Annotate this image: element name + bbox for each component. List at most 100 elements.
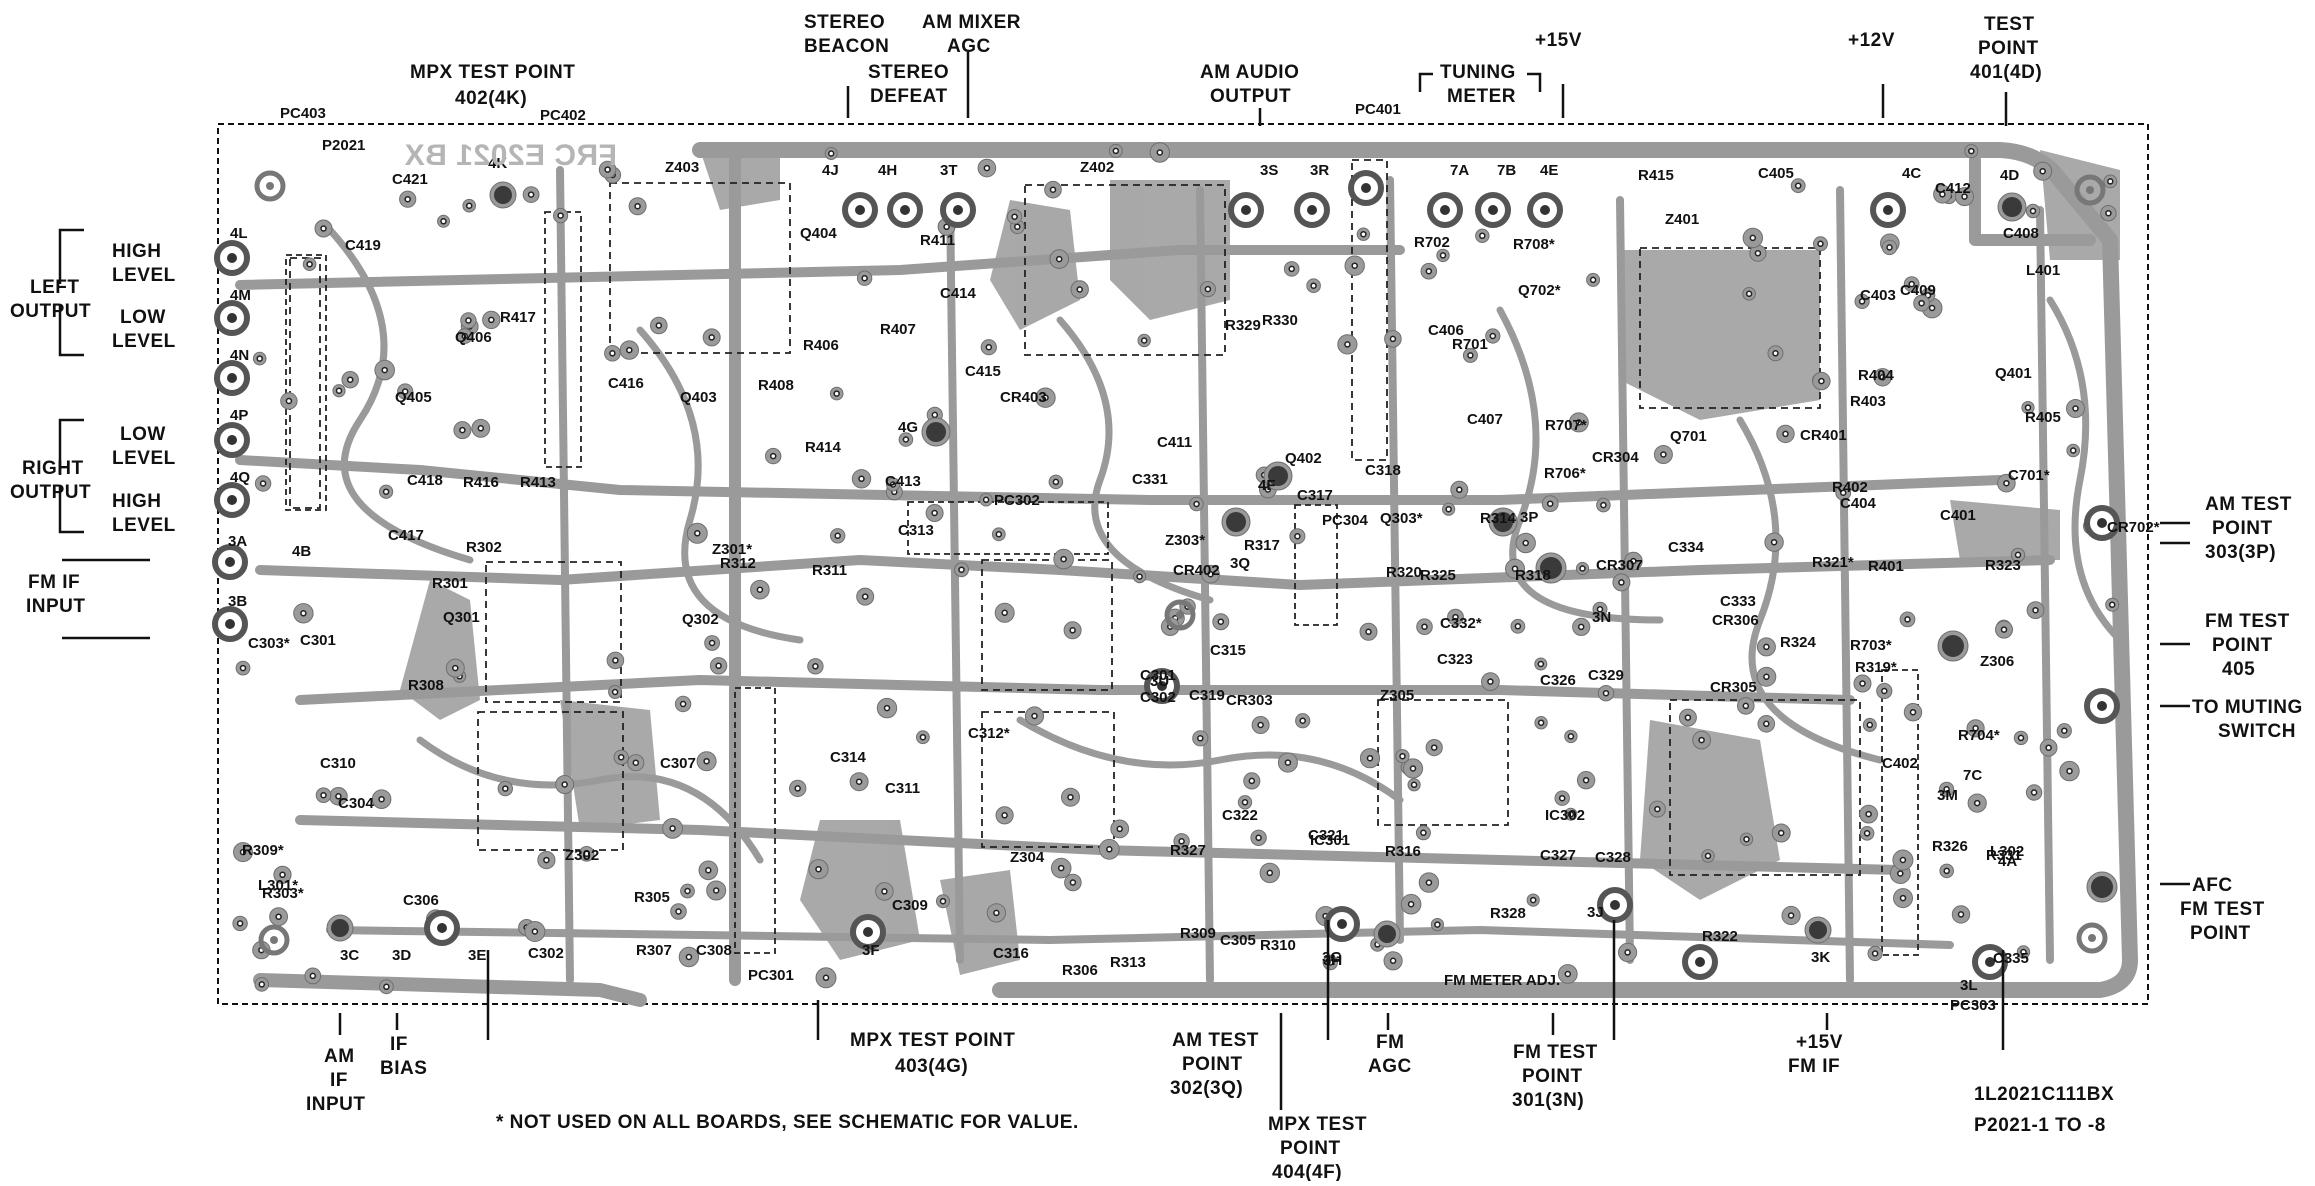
solder-pad: [1063, 621, 1082, 640]
component-ref: R701: [1452, 336, 1488, 353]
component-ref: CR305: [1710, 679, 1757, 696]
solder-pad: [1756, 666, 1777, 687]
solder-pad: [1212, 613, 1230, 631]
part-number-2: P2021-1 TO -8: [1974, 1115, 2106, 1136]
component-ref: R317: [1244, 537, 1280, 554]
solder-pad: [1564, 729, 1578, 744]
solder-pad: [1064, 873, 1082, 892]
solder-pad: [1575, 561, 1590, 576]
component-ref: C328: [1595, 849, 1631, 866]
solder-pad: [1737, 697, 1755, 715]
fm-meter-adj-label: FM METER ADJ.: [1444, 972, 1560, 989]
component-ref: R306: [1062, 962, 1098, 979]
solder-pad: [702, 328, 721, 347]
terminal-pad: [212, 606, 248, 642]
component-ref: C311: [885, 780, 920, 797]
terminal-pad: [1348, 170, 1384, 206]
solder-pad: [1481, 672, 1500, 691]
to-muting-switch-2: SWITCH: [2218, 721, 2296, 742]
component-ref: 3P: [1520, 509, 1538, 526]
solder-pad: [1098, 838, 1120, 860]
solder-pad: [598, 160, 617, 179]
solder-pad: [471, 418, 491, 438]
component-ref: C329: [1588, 667, 1624, 684]
component-ref: R303*: [262, 885, 304, 902]
callout-labels: MPX TEST POINT 402(4K) STEREO BEACON STE…: [10, 12, 2302, 1183]
solder-pad: [332, 384, 346, 398]
component-ref: 3C: [340, 947, 359, 964]
terminal-pad: [212, 544, 248, 580]
component-ref: 3L: [1960, 977, 1978, 994]
component-ref: CR303: [1226, 692, 1273, 709]
component-ref: Q702*: [1518, 282, 1561, 299]
component-ref: R402: [1832, 479, 1868, 496]
afc-test-point-1: AFC: [2192, 875, 2233, 896]
solder-pad: [606, 651, 625, 670]
solder-pad: [1108, 143, 1123, 158]
am-test-point-302-1: AM TEST: [1172, 1030, 1259, 1051]
solder-pad: [1048, 474, 1064, 490]
solder-pad: [619, 340, 639, 360]
solder-pad: [1277, 752, 1298, 773]
solder-pad: [1876, 682, 1893, 700]
footnote: * NOT USED ON ALL BOARDS, SEE SCHEMATIC …: [496, 1112, 1079, 1133]
component-ref: C404: [1840, 495, 1877, 512]
solder-pad: [1462, 347, 1478, 363]
solder-pad: [578, 846, 595, 862]
am-test-point-303-2: POINT: [2212, 518, 2273, 539]
component-ref: C416: [608, 375, 644, 392]
solder-pad: [1592, 601, 1608, 617]
solder-pad: [2103, 174, 2118, 189]
solder-pad: [269, 907, 289, 927]
solder-pad: [1199, 281, 1217, 298]
component-ref: 3D: [392, 947, 411, 964]
component-ref: 7A: [1450, 162, 1469, 179]
solder-pad: [341, 371, 359, 389]
solder-pad: [1873, 368, 1892, 387]
component-ref: R330: [1262, 312, 1298, 329]
solder-pad: [1447, 608, 1464, 626]
solder-pad: [1024, 706, 1045, 726]
component-ref: R405: [2025, 409, 2061, 426]
component-ref: C327: [1540, 847, 1576, 864]
copper-traces: [235, 142, 2138, 1007]
right-high-level-2: LEVEL: [112, 515, 176, 536]
component-ref: C315: [1210, 642, 1246, 659]
solder-pad: [986, 903, 1007, 923]
component-ref: R328: [1490, 905, 1526, 922]
solder-pad: [1624, 551, 1643, 571]
solder-pad: [1776, 424, 1795, 444]
right-output-label-1: RIGHT: [22, 458, 84, 479]
solder-pad: [1653, 445, 1673, 464]
solder-pad: [977, 158, 997, 178]
solder-pad: [1133, 570, 1147, 584]
solder-pad: [2105, 597, 2120, 612]
component-ref: C321: [1308, 827, 1344, 844]
terminal-pad: [842, 192, 878, 228]
component-ref: 4E: [1540, 162, 1558, 179]
component-ref: Z305: [1380, 687, 1414, 704]
solder-pad: [462, 198, 477, 213]
solder-pad: [445, 658, 465, 678]
terminal-pad: [1597, 887, 1633, 923]
solder-pad: [1306, 278, 1321, 294]
component-ref: C409: [1900, 282, 1936, 299]
solder-pad: [304, 967, 322, 985]
terminal-pad: [1972, 944, 2008, 980]
solder-pad: [1534, 716, 1548, 730]
solder-pad: [1515, 532, 1536, 554]
component-ref: 3J: [1587, 904, 1604, 921]
component-ref: 4B: [292, 543, 311, 560]
test-point-405-pad: [1937, 630, 1969, 662]
solder-pad: [1430, 918, 1445, 932]
solder-pad: [2021, 401, 2035, 415]
right-high-level-1: HIGH: [112, 491, 162, 512]
component-ref: 3Q: [1230, 555, 1250, 572]
solder-pad: [1173, 833, 1190, 850]
solder-pad: [916, 730, 930, 745]
component-ref: 4N: [230, 347, 249, 364]
right-output-label-2: OUTPUT: [10, 482, 91, 503]
component-ref: C313: [898, 522, 934, 539]
solder-pad: [1576, 771, 1596, 790]
component-ref: C335: [1993, 950, 2029, 967]
